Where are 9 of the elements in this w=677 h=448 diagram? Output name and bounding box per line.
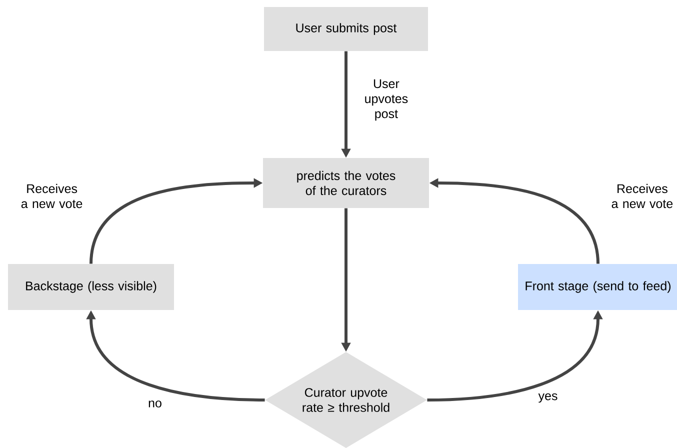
edge-label: Receives a new vote (21, 184, 82, 208)
edge-label: no (148, 400, 162, 408)
process-box: User submits post (264, 7, 428, 51)
process-box: Backstage (less visible) (8, 264, 174, 310)
process-box: predicts the votes of the curators (263, 158, 429, 208)
edge-label: User upvotes post (365, 79, 408, 121)
process-box: Front stage (send to feed) (518, 264, 677, 310)
edge-label: yes (538, 393, 558, 403)
edge-label: Receives a new vote (612, 184, 673, 208)
